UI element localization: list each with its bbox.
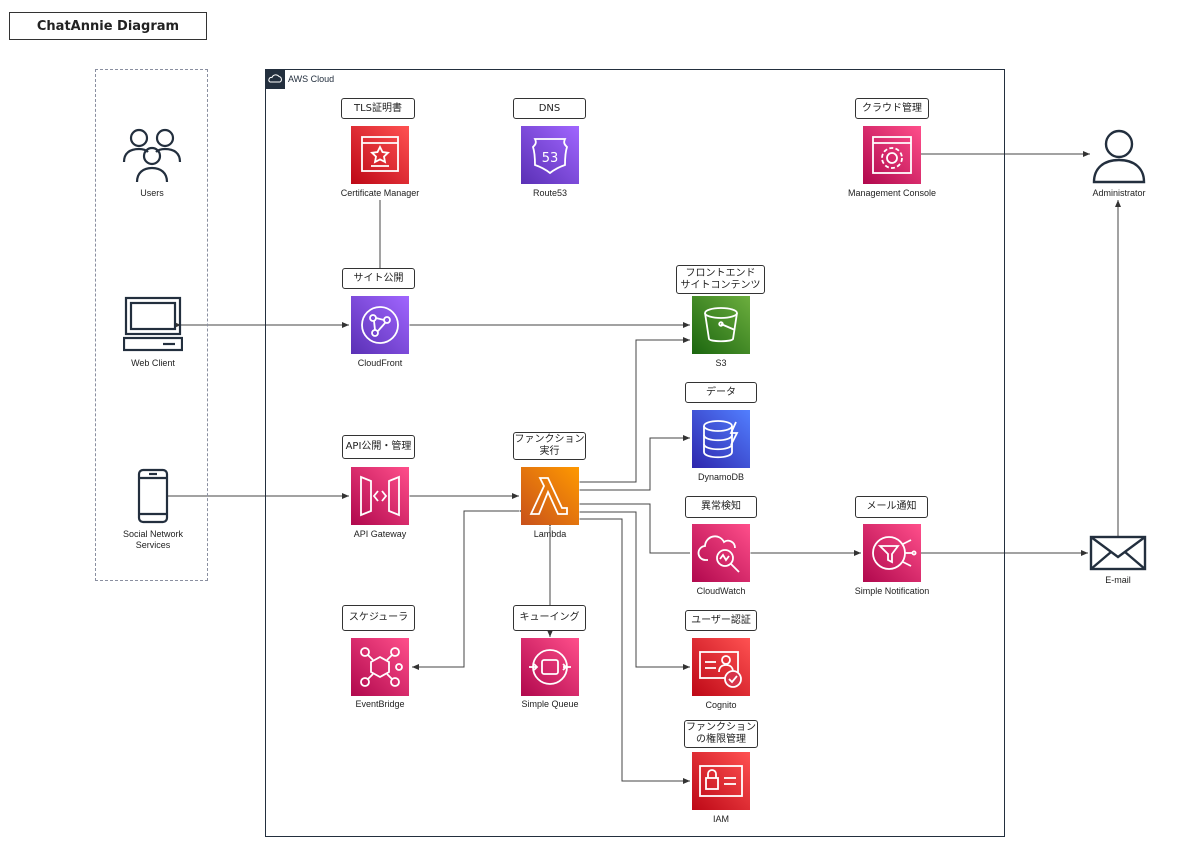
bucket-icon[interactable]	[692, 296, 750, 354]
cloudwatch-icon[interactable]	[692, 524, 750, 582]
label-dynamodb: DynamoDB	[697, 472, 744, 482]
web-client-icon	[123, 296, 183, 352]
external-users-group	[95, 69, 208, 581]
svg-text:53: 53	[542, 151, 559, 166]
tag-route53: DNS	[513, 98, 586, 119]
tag-lambda: ファンクション 実行	[513, 432, 586, 460]
tag-dynamodb: データ	[685, 382, 757, 403]
tag-api-gateway: API公開・管理	[342, 435, 415, 459]
queue-icon[interactable]	[521, 638, 579, 696]
users-icon	[122, 128, 182, 183]
administrator-label: Administrator	[1092, 188, 1146, 198]
tag-simple-notification: メール通知	[855, 496, 928, 518]
label-management-console: Management Console	[847, 188, 937, 198]
tag-cognito: ユーザー認証	[685, 610, 757, 631]
gear-window-icon[interactable]	[863, 126, 921, 184]
label-cognito: Cognito	[705, 700, 737, 710]
line-lambda-eventbridge	[412, 508, 526, 670]
administrator-icon	[1092, 129, 1146, 184]
label-eventbridge: EventBridge	[355, 699, 405, 709]
aws-cloud-group	[265, 69, 1005, 837]
label-iam: IAM	[712, 814, 729, 824]
diagram-title: ChatAnnie Diagram	[9, 12, 207, 40]
label-simple-queue: Simple Queue	[521, 699, 579, 709]
users-label: Users	[140, 188, 164, 198]
label-s3: S3	[715, 358, 727, 368]
tag-iam: ファンクション の権限管理	[684, 720, 758, 748]
label-cloudfront: CloudFront	[357, 358, 403, 368]
aws-cloud-label: AWS Cloud	[288, 74, 335, 84]
line-lambda-iam	[573, 516, 690, 784]
route53-icon[interactable]: 53	[521, 126, 579, 184]
notification-icon[interactable]	[863, 524, 921, 582]
label-route53: Route53	[532, 188, 568, 198]
tag-eventbridge: スケジューラ	[342, 605, 415, 631]
api-icon[interactable]	[351, 467, 409, 525]
label-cloudwatch: CloudWatch	[696, 586, 746, 596]
tag-management-console: クラウド管理	[855, 98, 929, 119]
mobile-phone-icon	[137, 468, 169, 524]
database-icon[interactable]	[692, 410, 750, 468]
tag-cloudwatch: 異常検知	[685, 496, 757, 518]
cognito-icon[interactable]	[692, 638, 750, 696]
label-api-gateway: API Gateway	[353, 529, 407, 539]
tag-cloudfront: サイト公開	[342, 268, 415, 289]
email-label: E-mail	[1105, 575, 1131, 585]
tag-s3: フロントエンド サイトコンテンツ	[676, 265, 765, 294]
sns-client-label: Social Network Services	[122, 529, 184, 550]
eventbridge-icon[interactable]	[351, 638, 409, 696]
certificate-icon[interactable]	[351, 126, 409, 184]
tag-certificate-manager: TLS証明書	[341, 98, 415, 119]
line-lambda-dynamodb	[573, 435, 690, 493]
email-icon	[1089, 535, 1147, 571]
label-lambda: Lambda	[533, 529, 567, 539]
cloudfront-icon[interactable]	[351, 296, 409, 354]
label-simple-notification: Simple Notification	[854, 586, 930, 596]
web-client-label: Web Client	[131, 358, 175, 368]
label-certificate-manager: Certificate Manager	[340, 188, 420, 198]
tag-simple-queue: キューイング	[513, 605, 586, 631]
iam-icon[interactable]	[692, 752, 750, 810]
aws-cloud-icon	[265, 69, 285, 89]
lambda-icon[interactable]	[521, 467, 579, 525]
